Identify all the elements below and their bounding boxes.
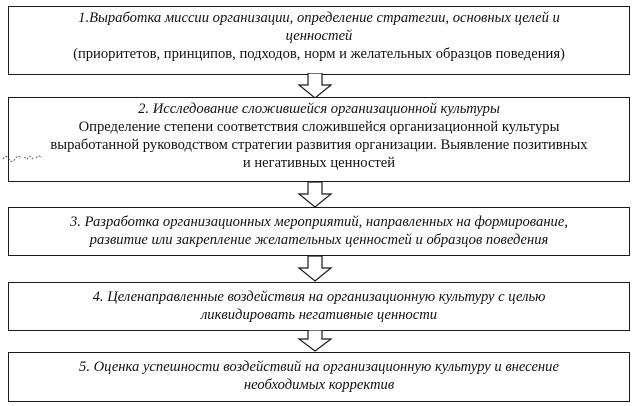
step-1-title-line-1: 1.Выработка миссии организации, определе… [78,10,560,26]
step-4-box: 4. Целенаправленные воздействия на орган… [8,282,630,331]
step-3-box: 3. Разработка организационных мероприяти… [8,207,630,256]
step-2-description-line-2: выработанной руководством стратегии разв… [50,137,588,153]
step-5-text-line-2: необходимых корректив [243,377,395,393]
step-1-description: (приоритетов, принципов, подходов, норм … [73,46,565,62]
step-2-description-line-1: Определение степени соответствия сложивш… [78,119,560,135]
arrow-down-icon [297,182,333,208]
arrow-down-icon [297,330,333,352]
step-4-text-line-2: ликвидировать негативные ценности [200,307,438,323]
step-2-box: 2. Исследование сложившейся организацион… [8,97,630,182]
step-5-box: 5. Оценка успешности воздействий на орга… [8,352,630,402]
step-3-text-line-1: 3. Разработка организационных мероприяти… [70,214,568,230]
step-2-title: 2. Исследование сложившейся организацион… [138,101,500,117]
arrow-down-icon [297,256,333,282]
step-2-description-line-3: и негативных ценностей [242,155,396,171]
step-1-box: 1.Выработка миссии организации, определе… [8,6,630,75]
pen-mark-icon [2,155,43,162]
step-3-text-line-2: развитие или закрепление желательных цен… [89,232,549,248]
step-1-title-line-2: ценностей [285,28,353,44]
step-4-text-line-1: 4. Целенаправленные воздействия на орган… [92,289,546,305]
step-5-text-line-1: 5. Оценка успешности воздействий на орга… [79,359,559,375]
arrow-down-icon [297,73,333,99]
